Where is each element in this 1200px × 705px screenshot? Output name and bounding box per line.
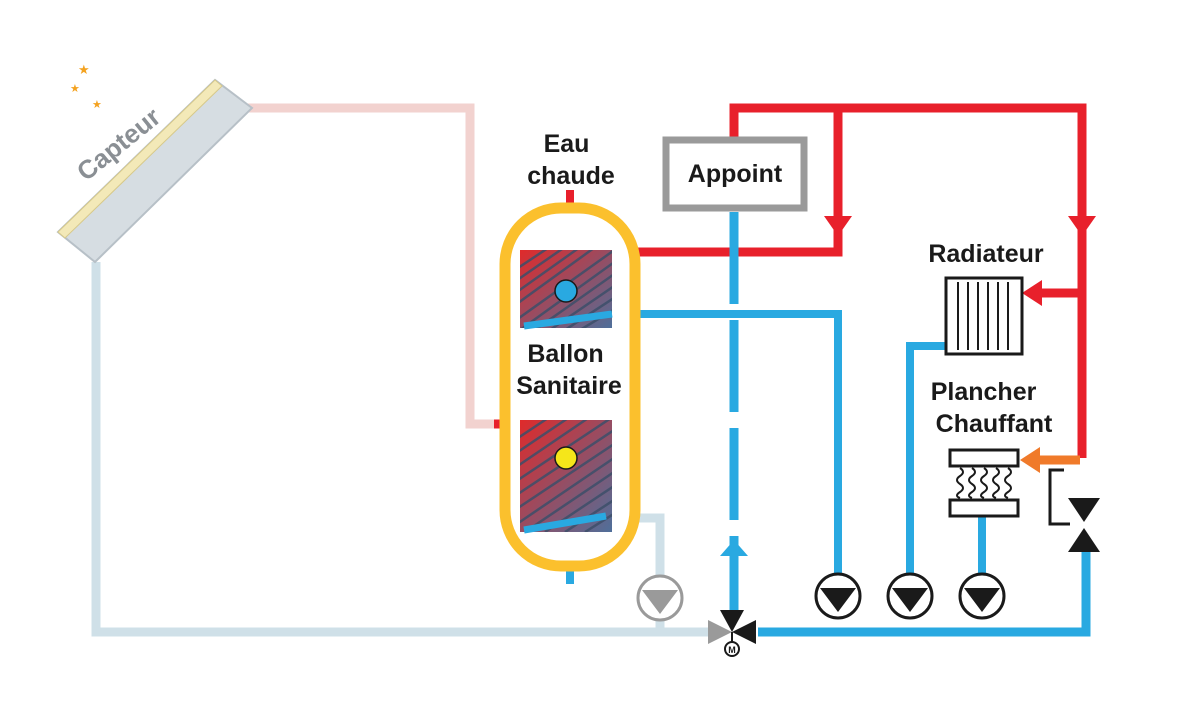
return-flow-arrow	[720, 540, 748, 556]
ballon-sanitaire: Eau chaude Ballon Sanitaire	[499, 130, 641, 572]
radiator-fins	[957, 282, 1009, 350]
floor-coil-waves	[956, 467, 1012, 499]
bypass-loop	[1048, 468, 1070, 526]
hot-main-pipe	[729, 103, 1087, 458]
star-icon: ★	[78, 62, 90, 77]
valve-motor-icon	[724, 641, 740, 657]
plancher-chauffant: Plancher Chauffant	[931, 378, 1080, 526]
star-icon: ★	[92, 99, 102, 111]
main-flow-arrow	[1068, 216, 1096, 236]
ballon-line2: Sanitaire	[516, 372, 622, 400]
floor-pump-icon	[958, 572, 1006, 620]
collector-glass-edge	[57, 79, 223, 239]
solar-supply-pipe	[240, 103, 498, 429]
eau-chaude-line1: Eau	[544, 130, 590, 158]
radiateur: Radiateur	[928, 240, 1044, 356]
ballon-line1: Ballon	[527, 340, 603, 368]
solar-collector: Capteur	[56, 78, 254, 264]
floor-top-plate	[948, 448, 1020, 468]
solar-return-pipe	[91, 262, 720, 637]
radiator-pump-icon	[886, 572, 934, 620]
floor-bottom-plate	[948, 498, 1020, 518]
appoint-boiler: Appoint	[662, 136, 808, 212]
appoint-box	[662, 136, 808, 212]
tank-pump-icon	[814, 572, 862, 620]
radiator-return-pipe	[906, 342, 946, 588]
ballon-sanitaire-label: Ballon Sanitaire	[516, 340, 622, 400]
plancher-line1: Plancher	[931, 378, 1037, 406]
moon-icon: ★ ★ ★	[52, 62, 112, 135]
bottom-coil-sensor	[554, 446, 578, 470]
main-return-pipe	[758, 542, 1091, 637]
radiator-supply-arrow	[1022, 280, 1042, 306]
top-coil-sensor	[554, 279, 578, 303]
star-icon: ★	[70, 83, 80, 95]
appoint-label: Appoint	[688, 160, 783, 188]
floor-mixing-valve-icon	[1068, 498, 1100, 552]
radiateur-label: Radiateur	[928, 240, 1044, 268]
floor-supply-arrow	[1020, 447, 1040, 473]
plancher-line2: Chauffant	[936, 410, 1053, 438]
tank-branch-flow-arrow	[824, 216, 852, 236]
three-way-valve-icon: M	[708, 610, 756, 657]
valve-motor-label: M	[728, 645, 736, 655]
bottom-coil-return-stub	[523, 512, 607, 534]
eau-chaude-label: Eau chaude	[527, 130, 615, 190]
eau-chaude-line2: chaude	[527, 162, 615, 190]
top-coil-return-stub	[523, 310, 613, 330]
plancher-label: Plancher Chauffant	[931, 378, 1053, 438]
pumps	[636, 572, 1006, 622]
solar-pump-icon	[636, 574, 684, 622]
